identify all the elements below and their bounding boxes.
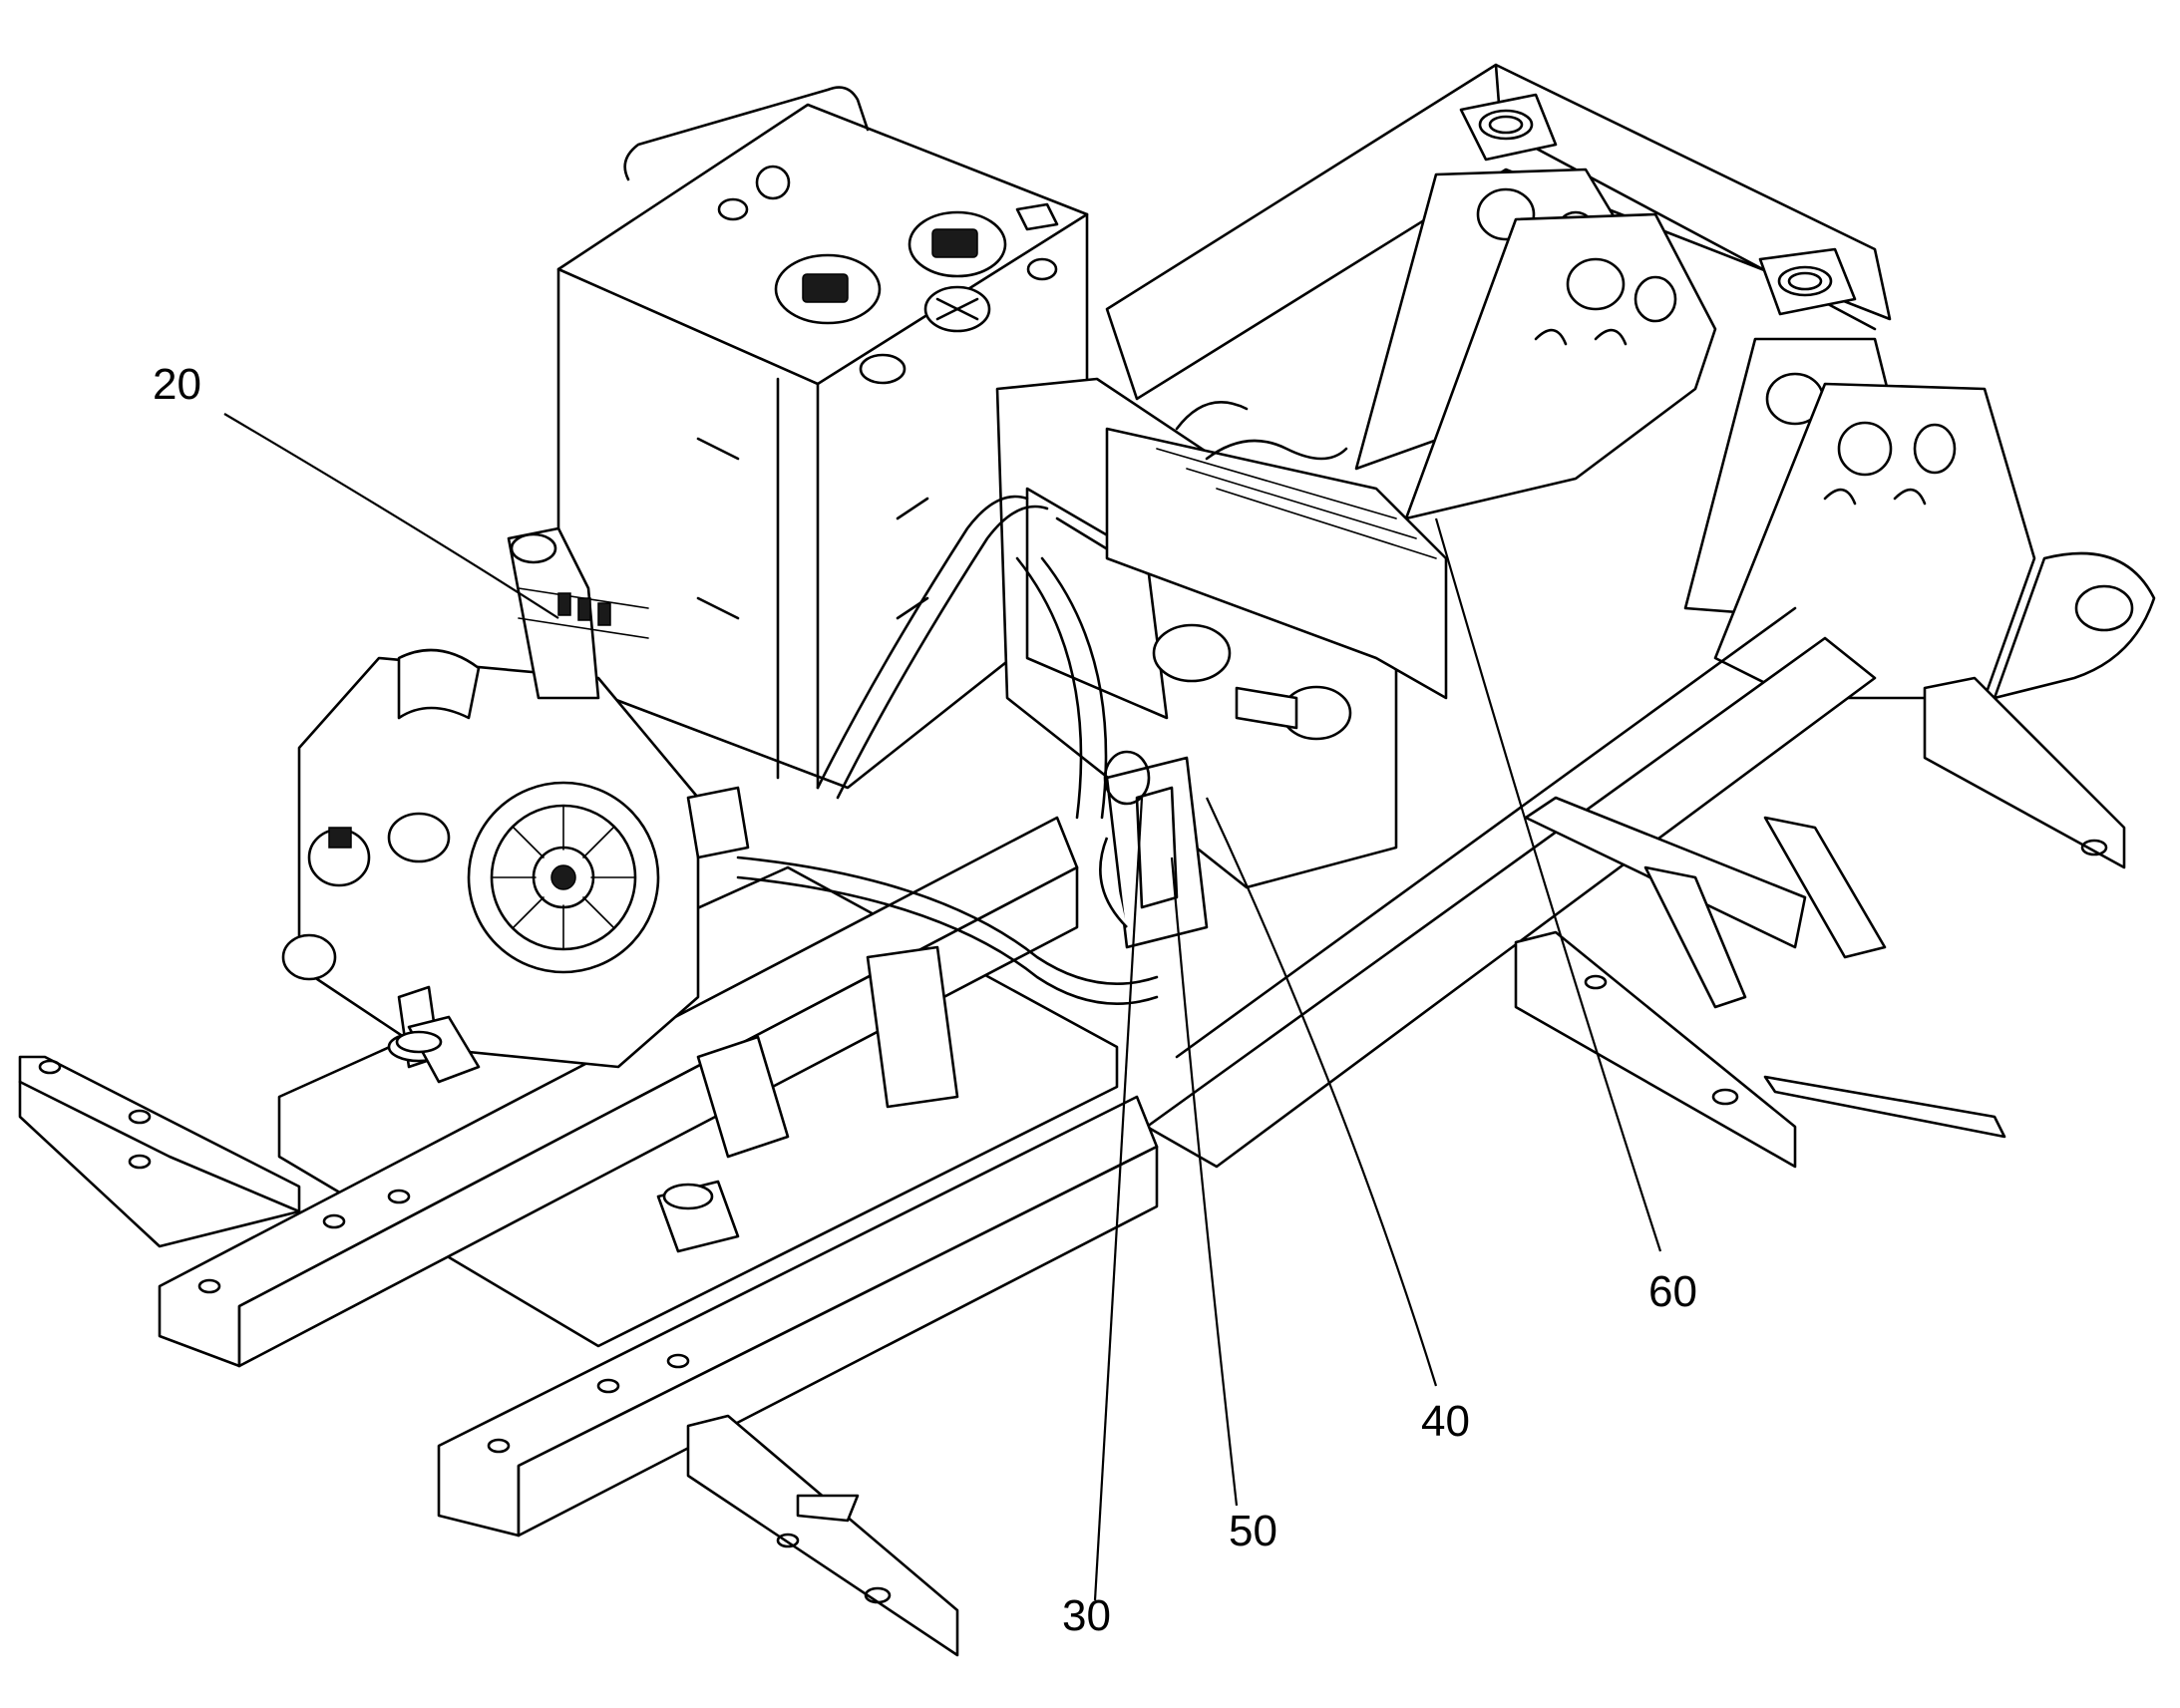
leader-60 xyxy=(1434,517,1662,1252)
ref-numeral-50: 50 xyxy=(1229,1507,1277,1555)
leader-lines xyxy=(223,413,1662,1601)
front-outrigger xyxy=(686,1414,959,1657)
leader-50 xyxy=(1170,856,1239,1507)
boom-brackets xyxy=(1354,168,2156,700)
right-outriggers xyxy=(1514,676,2126,1169)
front-rails xyxy=(158,816,1159,1537)
main-frame xyxy=(1105,63,1892,401)
hydraulic-tank xyxy=(556,86,1089,790)
engine-mounts xyxy=(395,945,959,1253)
leader-40 xyxy=(1206,797,1438,1387)
leader-30 xyxy=(1093,797,1144,1601)
left-outrigger xyxy=(18,1055,301,1248)
ref-numeral-40: 40 xyxy=(1421,1397,1470,1446)
ref-numeral-60: 60 xyxy=(1648,1267,1697,1316)
reference-numerals: 20 30 40 50 60 xyxy=(153,360,1697,1640)
ref-numeral-30: 30 xyxy=(1062,1591,1111,1640)
valve-assembly xyxy=(995,377,1448,889)
ref-numeral-20: 20 xyxy=(153,360,201,409)
pump-block xyxy=(1099,750,1209,949)
engine xyxy=(281,526,750,1069)
leader-20 xyxy=(223,413,559,619)
